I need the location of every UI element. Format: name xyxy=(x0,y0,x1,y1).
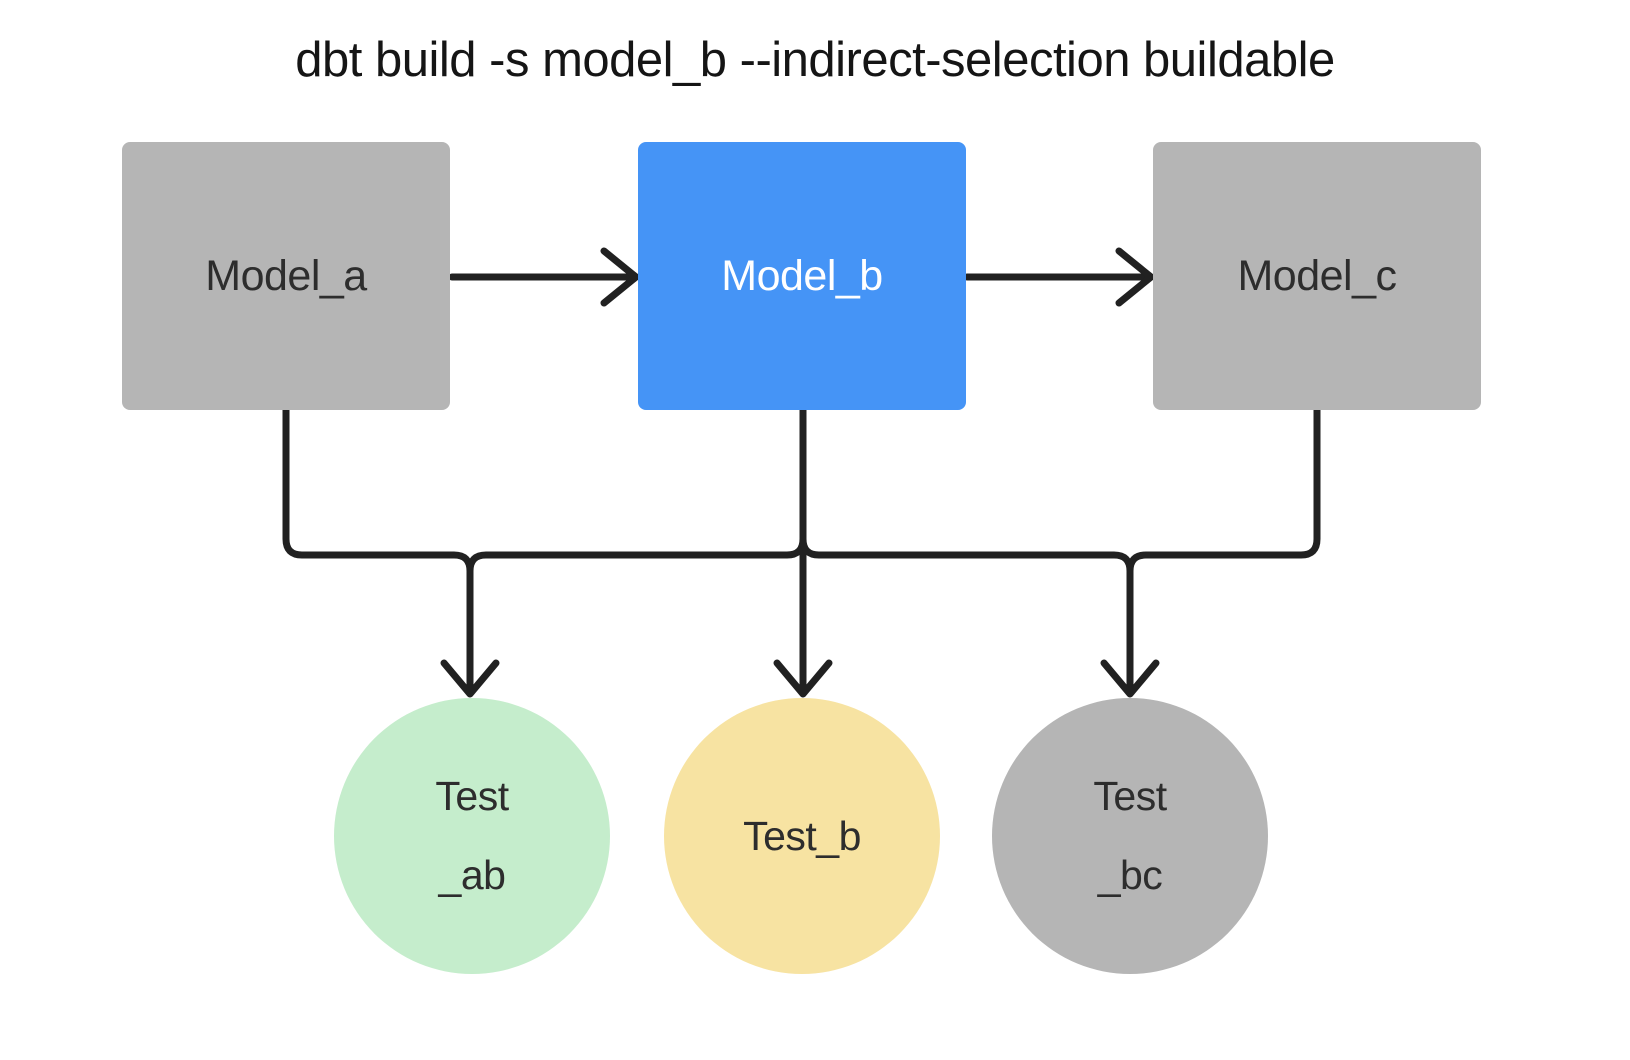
node-test-ab-label-line2: _ab xyxy=(438,852,506,898)
node-model-b-label: Model_b xyxy=(721,251,883,300)
arrowhead-model-b-icon xyxy=(600,247,640,307)
arrowhead-test-b-icon xyxy=(773,659,833,698)
edge-model-b-to-test-ab xyxy=(466,406,807,696)
node-test-b: Test_b xyxy=(664,698,940,974)
edge-model-c-to-test-bc xyxy=(1126,406,1321,696)
arrowhead-model-c-icon xyxy=(1115,247,1155,307)
diagram-title: dbt build -s model_b --indirect-selectio… xyxy=(295,33,1335,87)
node-model-a-label: Model_a xyxy=(205,251,367,300)
node-test-bc-label-line1: Test xyxy=(1093,773,1167,819)
node-test-bc-label-line2: _bc xyxy=(1097,852,1163,898)
node-model-c: Model_c xyxy=(1153,142,1481,410)
node-model-b-selected: Model_b xyxy=(638,142,966,410)
node-test-ab-label-line1: Test xyxy=(435,773,509,819)
node-model-c-label: Model_c xyxy=(1237,251,1397,300)
node-test-bc: Test _bc xyxy=(992,698,1268,974)
edge-model-b-to-test-bc xyxy=(799,406,1134,696)
node-test-ab: Test _ab xyxy=(334,698,610,974)
arrowhead-test-ab-icon xyxy=(440,659,500,698)
node-model-a: Model_a xyxy=(122,142,450,410)
node-test-b-label-line1: Test_b xyxy=(743,812,861,859)
arrowhead-test-bc-icon xyxy=(1100,659,1160,698)
edge-model-a-to-test-ab xyxy=(282,406,474,696)
